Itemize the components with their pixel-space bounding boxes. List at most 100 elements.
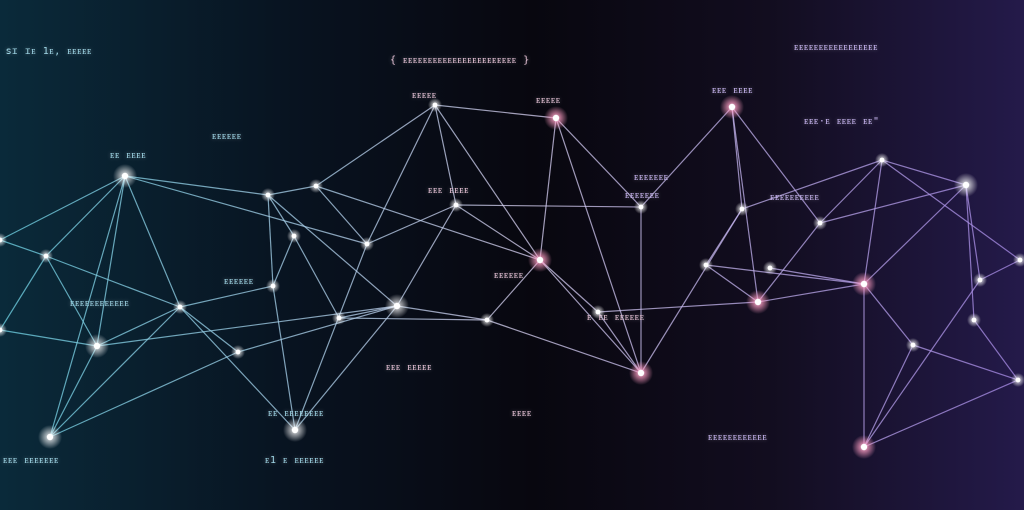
glyph-label: ᴇᴇᴇ ᴇᴇᴇᴇ bbox=[428, 185, 470, 196]
network-edge bbox=[434, 104, 557, 119]
network-node bbox=[739, 206, 745, 212]
network-edge bbox=[45, 255, 181, 308]
glyph-label: ᴇᴇᴇᴇ bbox=[512, 408, 532, 419]
network-node bbox=[484, 317, 490, 323]
network-edge bbox=[45, 255, 98, 347]
network-edge bbox=[486, 259, 541, 321]
network-edge bbox=[455, 204, 642, 208]
network-node bbox=[313, 183, 319, 189]
network-edge bbox=[0, 175, 126, 241]
network-edge bbox=[267, 185, 317, 196]
glyph-label: ᴇᴇᴇᴇᴇᴇᴇᴇᴇᴇ bbox=[770, 192, 820, 203]
network-node bbox=[971, 317, 977, 323]
network-edge bbox=[863, 184, 967, 285]
network-edge bbox=[757, 222, 821, 303]
network-edge bbox=[973, 319, 1019, 381]
network-node bbox=[235, 349, 241, 355]
network-node bbox=[977, 277, 983, 283]
network-node bbox=[638, 204, 644, 210]
network-edge bbox=[179, 285, 274, 308]
network-edge bbox=[267, 194, 398, 307]
network-node bbox=[728, 103, 736, 111]
glyph-label: ᴇᴇᴇᴇᴇᴇᴇᴇᴇᴇᴇᴇ bbox=[708, 432, 768, 443]
network-node bbox=[860, 443, 868, 451]
network-edge bbox=[863, 379, 1019, 448]
network-node bbox=[265, 192, 271, 198]
network-node bbox=[860, 280, 868, 288]
network-edge bbox=[539, 117, 557, 261]
network-edge bbox=[731, 106, 821, 224]
network-edge bbox=[539, 259, 642, 374]
network-edge bbox=[434, 104, 541, 261]
network-node bbox=[962, 181, 970, 189]
network-edge bbox=[979, 259, 1021, 281]
glyph-label: ᴇᴇᴇᴇᴇ bbox=[412, 90, 437, 101]
glyph-label: ᴇᴇᴇᴇᴇᴇᴇ bbox=[634, 172, 669, 183]
network-node bbox=[0, 327, 3, 333]
network-edge bbox=[396, 305, 488, 321]
network-node bbox=[291, 233, 297, 239]
glyph-label: ᴇᴇᴇ ᴇᴇᴇᴇᴇ bbox=[386, 362, 433, 373]
glyph-label: ᴇᴇ ᴇᴇᴇᴇᴇᴇᴇᴇ bbox=[268, 408, 324, 419]
network-edge bbox=[96, 306, 181, 347]
network-nodes bbox=[0, 95, 1024, 459]
network-edge bbox=[96, 175, 126, 347]
network-edge bbox=[455, 204, 541, 261]
network-edge bbox=[757, 283, 865, 303]
network-edge bbox=[124, 175, 181, 308]
network-node bbox=[93, 342, 101, 350]
network-edge bbox=[315, 185, 368, 245]
glyph-label: ᴇᴇᴇᴇᴇᴇᴇ bbox=[625, 190, 660, 201]
network-edge bbox=[96, 305, 398, 347]
network-node bbox=[0, 237, 3, 243]
network-edge bbox=[124, 175, 269, 196]
network-node bbox=[879, 157, 885, 163]
glyph-label: ᴇᴇᴇᴇᴇᴇ bbox=[212, 131, 242, 142]
network-edge bbox=[555, 117, 642, 374]
network-edge bbox=[555, 117, 642, 208]
network-node bbox=[393, 302, 401, 310]
network-node bbox=[43, 253, 49, 259]
glyph-label: ᴇᴇ ᴇᴇᴇᴇ bbox=[110, 150, 147, 161]
network-node bbox=[121, 172, 129, 180]
network-node bbox=[703, 262, 709, 268]
network-node bbox=[364, 241, 370, 247]
network-node bbox=[595, 309, 601, 315]
network-edge bbox=[49, 306, 181, 438]
network-edge bbox=[863, 159, 883, 285]
network-edge bbox=[124, 175, 368, 245]
glyph-label: ᴇᴇᴇᴇᴇᴇᴇᴇᴇᴇᴇᴇ bbox=[70, 298, 130, 309]
network-edge bbox=[294, 243, 368, 431]
network-edge bbox=[293, 235, 340, 319]
network-edge bbox=[396, 204, 457, 307]
network-edge bbox=[272, 235, 295, 287]
network-edge bbox=[863, 279, 981, 448]
network-edge bbox=[179, 306, 239, 353]
network-edge bbox=[49, 351, 239, 438]
network-edge bbox=[965, 184, 975, 321]
network-edge bbox=[179, 306, 296, 431]
network-node bbox=[767, 265, 773, 271]
network-edge bbox=[640, 106, 733, 208]
network-edge bbox=[597, 311, 642, 374]
network-edge bbox=[819, 159, 883, 224]
network-edge bbox=[294, 305, 398, 431]
network-edge bbox=[705, 264, 865, 285]
network-node bbox=[177, 304, 183, 310]
network-edge bbox=[0, 329, 98, 347]
glyph-label: { ᴇᴇᴇᴇᴇᴇᴇᴇᴇᴇᴇᴇᴇᴇᴇᴇᴇᴇᴇᴇᴇᴇᴇ } bbox=[390, 55, 530, 66]
network-node bbox=[453, 202, 459, 208]
network-edge bbox=[486, 319, 642, 374]
network-node bbox=[270, 283, 276, 289]
network-node bbox=[46, 433, 54, 441]
network-edge bbox=[366, 204, 457, 245]
network-edge bbox=[45, 175, 126, 257]
network-edge bbox=[912, 344, 1019, 381]
network-edge bbox=[863, 283, 914, 346]
network-node bbox=[910, 342, 916, 348]
network-node bbox=[1015, 377, 1021, 383]
network-edge bbox=[741, 159, 883, 210]
network-edge bbox=[272, 285, 296, 431]
glyph-label: ᴇᴇᴇᴇᴇ bbox=[536, 95, 561, 106]
